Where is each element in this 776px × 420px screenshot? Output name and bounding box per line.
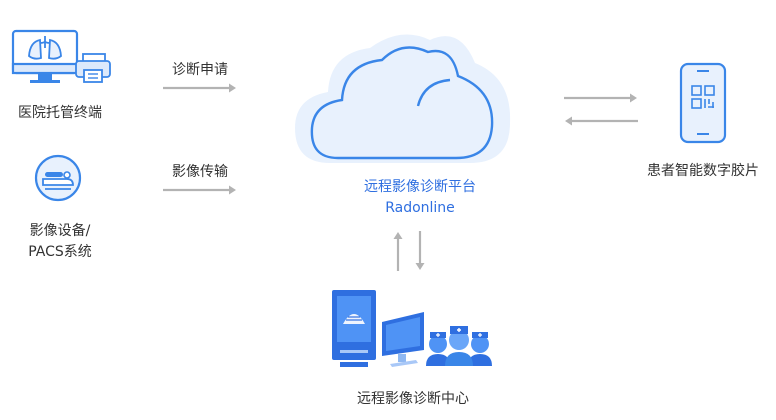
doctors-group [426,326,492,366]
imaging-device-label-line2: PACS系统 [28,244,92,260]
imaging-device-node [33,153,83,203]
monitor-lungs-printer-icon [11,29,111,83]
patient-film-label: 患者智能数字胶片 [647,163,759,179]
imaging-device-label-line1: 影像设备/ [29,223,91,239]
platform-subtitle: Radonline [385,200,455,216]
center-up-arrow [393,232,403,271]
smartphone-qr-icon [679,62,727,144]
patient-right-arrow [564,93,637,103]
platform-cloud-node [290,28,520,168]
diagnosis-center-label: 远程影像诊断中心 [357,391,469,407]
diagnosis-request-arrow [163,83,236,93]
diagnosis-request-label: 诊断申请 [172,62,228,78]
patient-left-arrow [565,116,638,126]
cloud-icon [295,34,511,163]
ct-scanner-icon [34,154,82,202]
center-down-arrow [415,231,425,270]
platform-title: 远程影像诊断平台 [364,179,476,195]
hospital-terminal-label: 医院托管终端 [18,105,102,121]
image-transfer-arrow [163,185,236,195]
patient-film-node [679,62,727,144]
image-transfer-label: 影像传输 [172,164,228,180]
diagnosis-center-icon [332,290,492,367]
hospital-terminal-node [10,28,111,86]
diagnosis-center-node [330,290,496,368]
